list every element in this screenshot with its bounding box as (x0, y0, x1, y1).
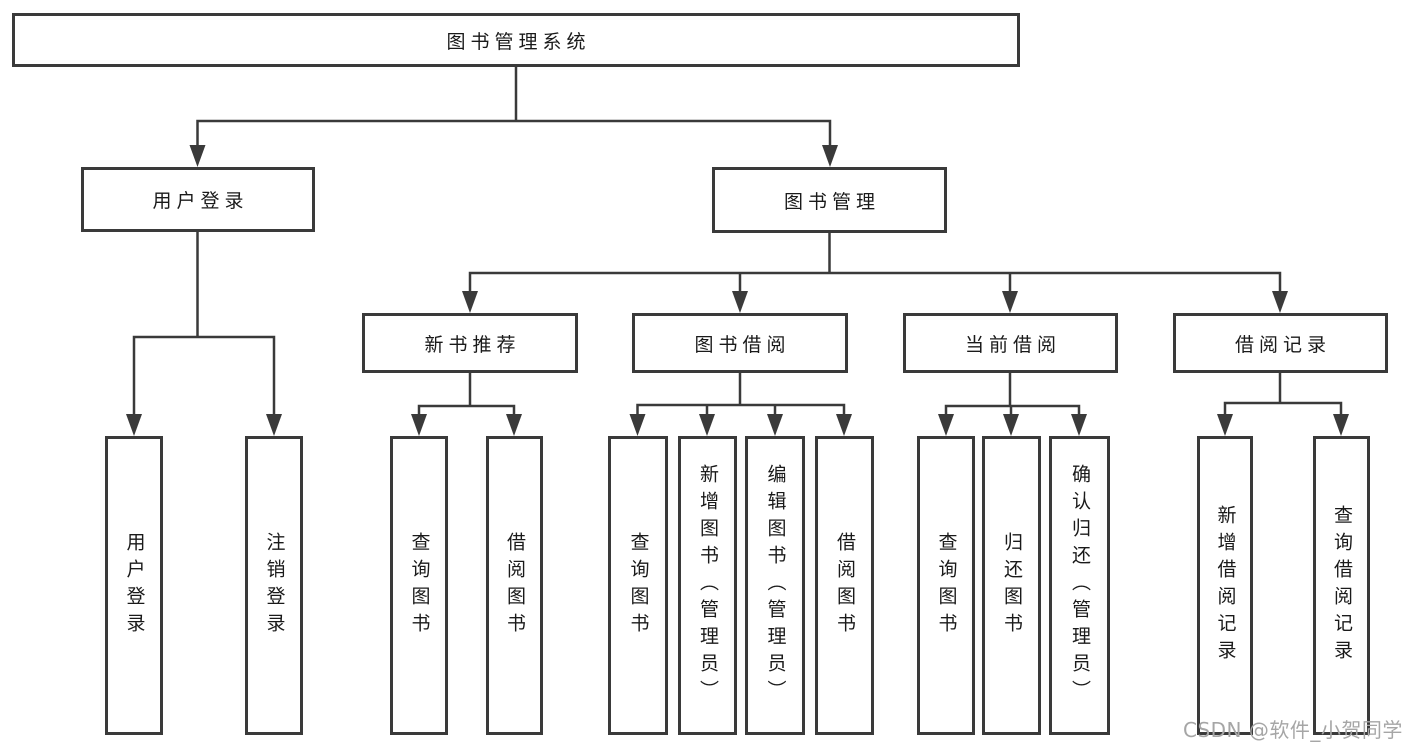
node-leaf-query-books-borrow: 查询图书 (608, 436, 668, 735)
node-leaf-user-login-label: 用户登录 (123, 531, 146, 640)
node-leaf-query-borrow-record-label: 查询借阅记录 (1331, 504, 1353, 667)
node-user-login-label: 用户登录 (152, 190, 249, 212)
node-leaf-borrow-books-recommend-label: 借阅图书 (504, 531, 526, 640)
node-new-book-recommend: 新书推荐 (362, 313, 578, 373)
node-leaf-add-books-admin-label: 新增图书（管理员） (697, 464, 719, 707)
node-leaf-query-books-current: 查询图书 (917, 436, 975, 735)
node-leaf-edit-books-admin-label: 编辑图书（管理员） (764, 464, 787, 707)
node-leaf-borrow-books-label: 借阅图书 (834, 531, 856, 640)
node-leaf-edit-books-admin: 编辑图书（管理员） (745, 436, 805, 735)
node-current-borrow: 当前借阅 (903, 313, 1118, 373)
node-leaf-confirm-return-admin: 确认归还（管理员） (1049, 436, 1110, 735)
node-current-borrow-label: 当前借阅 (964, 333, 1061, 356)
node-borrow-records-label: 借阅记录 (1234, 333, 1331, 356)
node-leaf-query-books-recommend: 查询图书 (390, 436, 448, 735)
node-book-management-label: 图书管理 (783, 190, 880, 213)
node-leaf-confirm-return-admin-label: 确认归还（管理员） (1069, 464, 1091, 707)
connector-borrow-records-children (1217, 369, 1349, 436)
connector-book-borrow-children (629, 369, 852, 436)
node-leaf-borrow-books-recommend: 借阅图书 (486, 436, 543, 735)
node-book-borrow-label: 图书借阅 (694, 333, 791, 356)
node-leaf-add-books-admin: 新增图书（管理员） (678, 436, 737, 735)
node-leaf-query-books-recommend-label: 查询图书 (408, 531, 431, 640)
node-leaf-query-books-borrow-label: 查询图书 (627, 531, 650, 640)
node-root: 图书管理系统 (12, 13, 1020, 67)
node-user-login: 用户登录 (81, 167, 315, 232)
node-leaf-query-books-current-label: 查询图书 (935, 531, 958, 640)
node-leaf-query-borrow-record: 查询借阅记录 (1313, 436, 1370, 735)
connector-new-book-recommend-children (411, 369, 522, 436)
node-book-borrow: 图书借阅 (632, 313, 848, 373)
node-root-label: 图书管理系统 (446, 30, 591, 53)
connector-root-to-level2 (189, 64, 838, 167)
connector-user-login-children (126, 229, 282, 436)
node-leaf-return-books: 归还图书 (982, 436, 1041, 735)
connector-book-management-children (462, 230, 1288, 313)
watermark: CSDN @软件_小贺同学 (1183, 718, 1403, 742)
node-leaf-user-login: 用户登录 (105, 436, 163, 735)
node-new-book-recommend-label: 新书推荐 (424, 333, 521, 356)
node-book-management: 图书管理 (712, 167, 947, 233)
node-leaf-return-books-label: 归还图书 (1001, 531, 1023, 640)
node-borrow-records: 借阅记录 (1173, 313, 1388, 373)
node-leaf-borrow-books: 借阅图书 (815, 436, 874, 735)
node-leaf-logout: 注销登录 (245, 436, 303, 735)
node-leaf-add-borrow-record-label: 新增借阅记录 (1214, 504, 1237, 667)
node-leaf-add-borrow-record: 新增借阅记录 (1197, 436, 1253, 735)
node-leaf-logout-label: 注销登录 (263, 531, 286, 640)
connector-current-borrow-children (938, 369, 1087, 436)
